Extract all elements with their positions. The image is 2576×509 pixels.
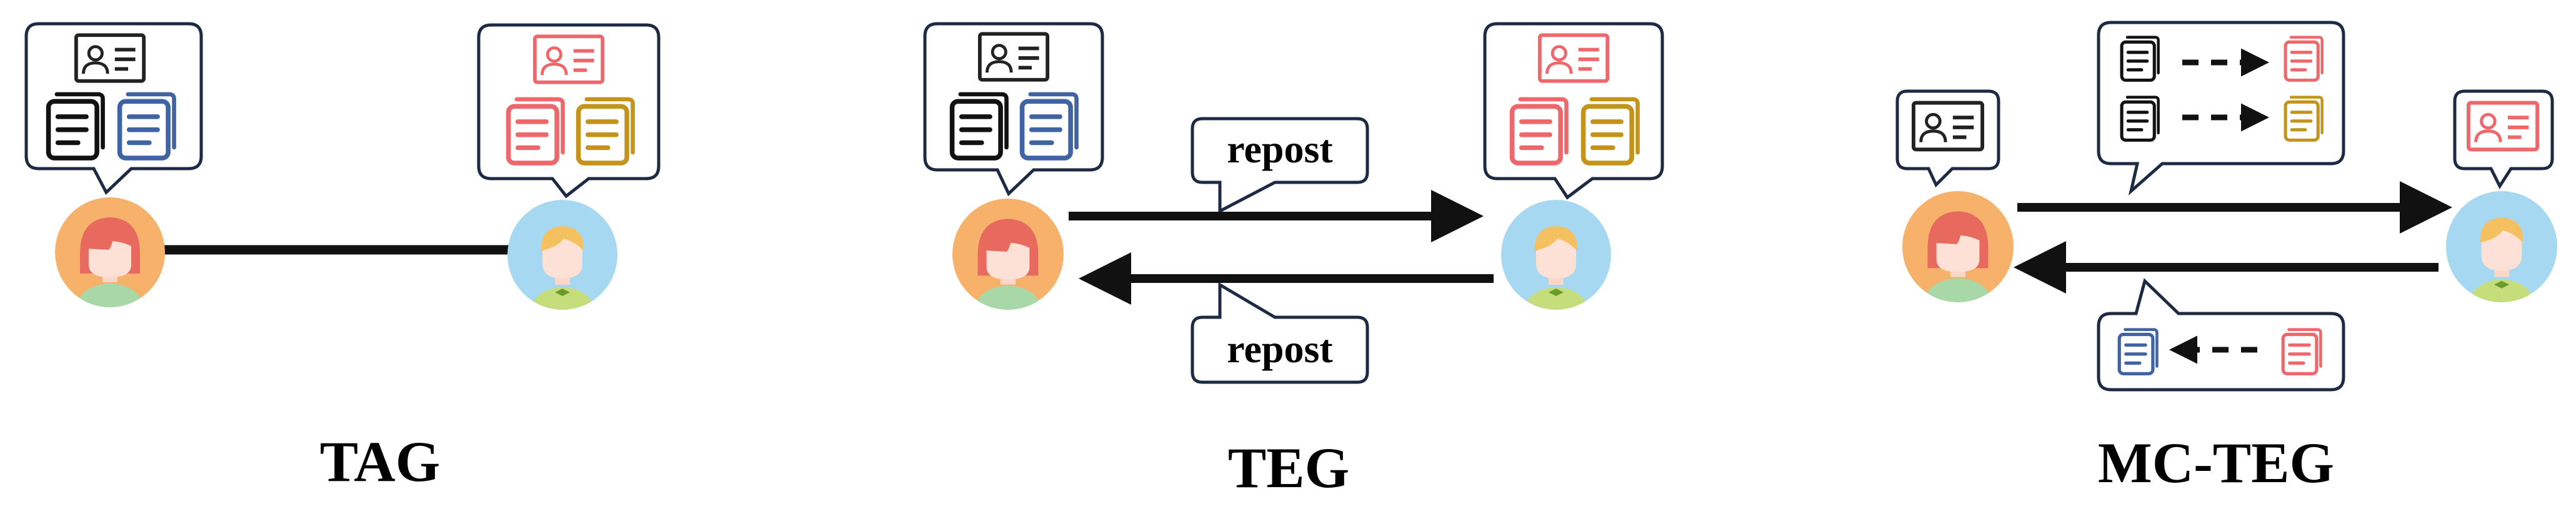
blue-document-icon <box>2119 330 2157 374</box>
repost-text-top: repost <box>1227 127 1333 171</box>
repost-label-top: repost <box>1191 117 1369 214</box>
panel-title-mcteg: MC-TEG <box>2098 431 2334 495</box>
female-user-avatar <box>952 199 1064 331</box>
id-card-icon <box>76 35 144 81</box>
male-user-avatar <box>1501 200 1611 332</box>
panel-mcteg: MC-TEG <box>1895 21 2557 495</box>
mcteg-forward-mapping-bubble <box>2097 21 2345 195</box>
female-user-avatar <box>55 197 165 329</box>
black-document-icon <box>2122 37 2159 81</box>
mcteg-backward-mapping-bubble <box>2097 278 2345 392</box>
id-card-icon <box>1914 103 1982 150</box>
panel-tag: TAG <box>24 22 661 493</box>
red-document-icon <box>2283 330 2320 374</box>
tag-right-bubble <box>477 23 661 199</box>
teg-right-bubble <box>1483 22 1664 200</box>
blue-document-icon <box>120 94 174 158</box>
red-document-icon <box>509 99 563 163</box>
panel-title-teg: TEG <box>1228 436 1349 500</box>
black-document-icon <box>2122 97 2159 141</box>
male-user-avatar <box>2446 191 2557 325</box>
male-user-avatar <box>507 200 617 332</box>
repost-label-bottom: repost <box>1191 282 1369 384</box>
black-document-icon <box>952 94 1007 158</box>
red-id-card-icon <box>2469 103 2537 150</box>
red-id-card-icon <box>535 36 602 82</box>
red-document-icon <box>2285 37 2322 81</box>
red-id-card-icon <box>1540 35 1607 81</box>
teg-left-bubble <box>923 22 1104 197</box>
panel-teg: repost repost TEG <box>923 22 1664 500</box>
black-document-icon <box>49 94 103 158</box>
mcteg-right-bubble <box>2453 89 2554 190</box>
repost-text-bottom: repost <box>1227 327 1333 371</box>
female-user-avatar <box>1902 191 2014 324</box>
gold-document-icon <box>1584 99 1638 163</box>
red-document-icon <box>1512 99 1567 163</box>
blue-document-icon <box>1022 94 1077 158</box>
mcteg-left-bubble <box>1895 89 2000 188</box>
panel-title-tag: TAG <box>320 430 441 493</box>
id-card-icon <box>980 34 1047 79</box>
tag-left-bubble <box>24 22 203 195</box>
gold-document-icon <box>2285 97 2322 141</box>
gold-document-icon <box>579 99 633 163</box>
